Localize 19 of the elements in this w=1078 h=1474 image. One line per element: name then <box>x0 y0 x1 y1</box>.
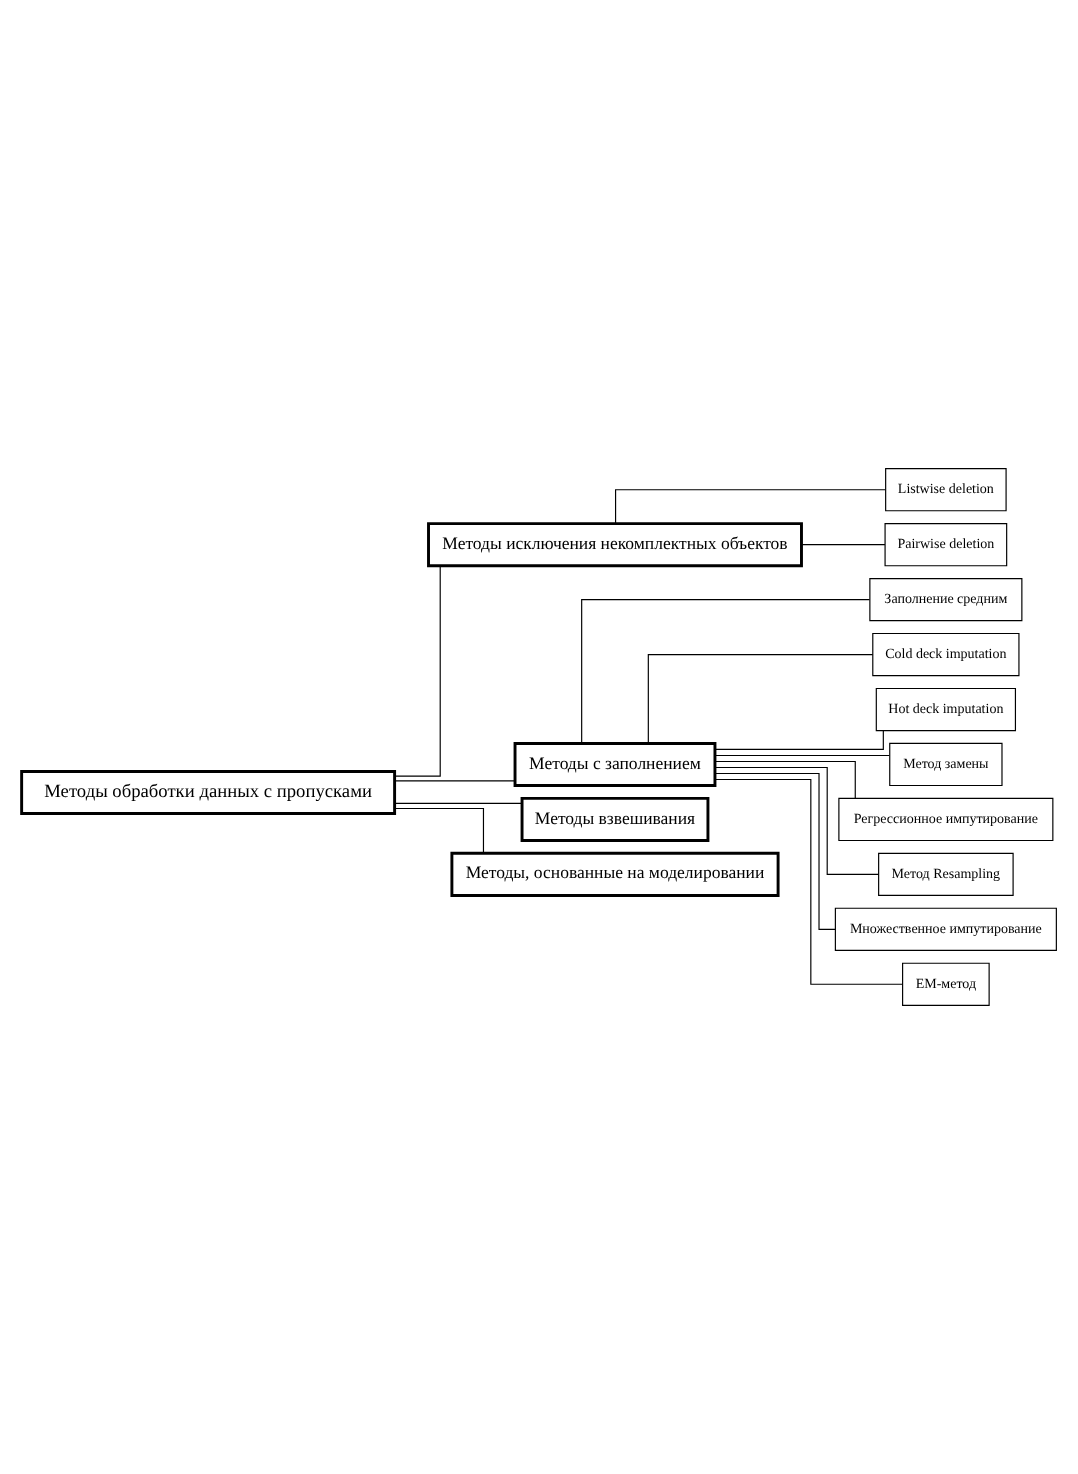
connector <box>615 489 886 525</box>
node-box: Методы, основанные на моделировании <box>450 851 780 897</box>
connector <box>714 766 880 875</box>
connector <box>581 599 871 744</box>
connector <box>714 730 884 751</box>
connector <box>714 754 890 757</box>
connector <box>394 802 523 805</box>
node-box: Методы исключения некомплектных объектов <box>427 522 803 568</box>
connector <box>714 778 903 985</box>
node-box: Методы с заполнением <box>513 741 717 787</box>
connector <box>801 544 886 546</box>
connector <box>714 760 856 799</box>
connector <box>647 654 874 744</box>
connector <box>714 772 836 930</box>
connector <box>394 565 441 777</box>
node-box: Методы взвешивания <box>520 796 710 842</box>
connector <box>394 780 516 782</box>
node-box: Методы обработки данных с пропусками <box>20 770 397 816</box>
connector <box>394 807 485 854</box>
